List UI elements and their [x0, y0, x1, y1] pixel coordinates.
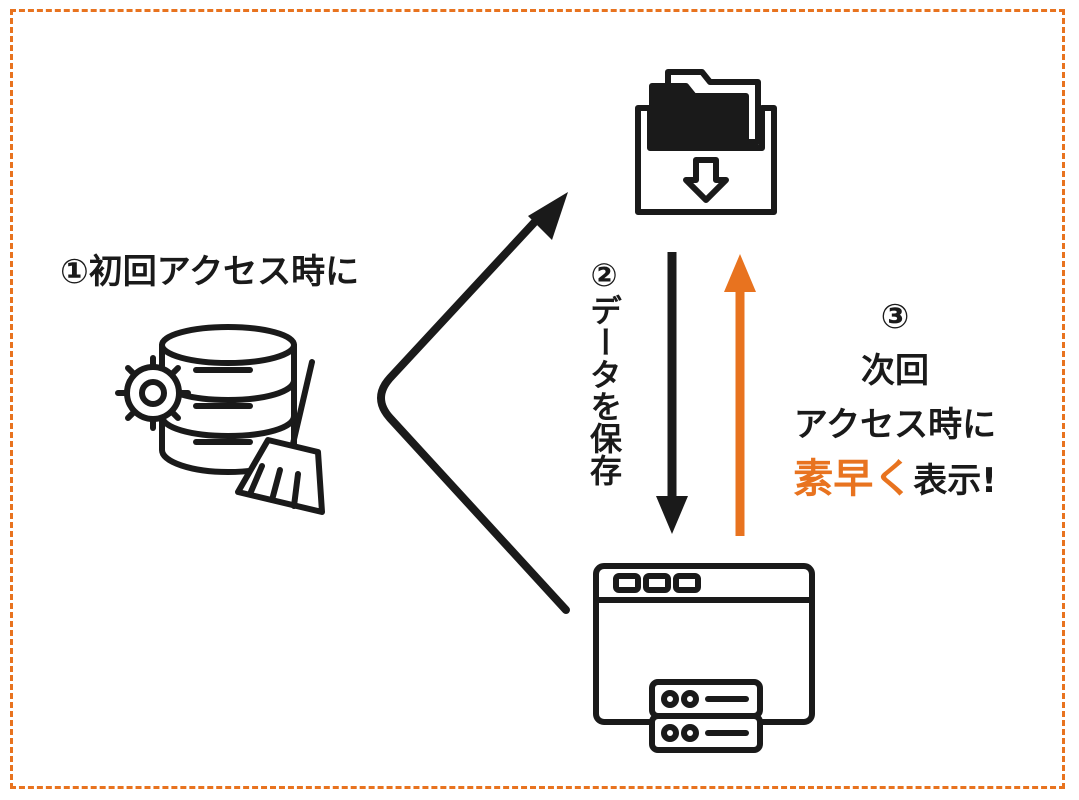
- browser-window-server-icon: [593, 563, 815, 753]
- step3-rest: 表示!: [913, 461, 997, 501]
- step3-number: ③: [880, 297, 910, 337]
- save-data-arrow: [656, 252, 688, 534]
- step3-line3: 素早く表示!: [760, 452, 1030, 508]
- step3-label: ③ 次回 アクセス時に 素早く表示!: [760, 290, 1030, 508]
- step3-line2: アクセス時に: [793, 405, 997, 445]
- gear-icon: [115, 355, 191, 431]
- dashed-frame: [10, 9, 1065, 789]
- step2-label: ②データを保存: [585, 256, 623, 486]
- first-access-arrow: [377, 192, 570, 614]
- step1-label: ①初回アクセス時に: [60, 252, 360, 292]
- fast-display-arrow: [724, 254, 756, 536]
- database-gear-broom-icon: [115, 324, 325, 515]
- step3-highlight: 素早く: [793, 456, 914, 502]
- broom-icon: [235, 359, 325, 515]
- step3-line1: 次回: [861, 351, 929, 391]
- folder-download-tray-icon: [635, 69, 777, 215]
